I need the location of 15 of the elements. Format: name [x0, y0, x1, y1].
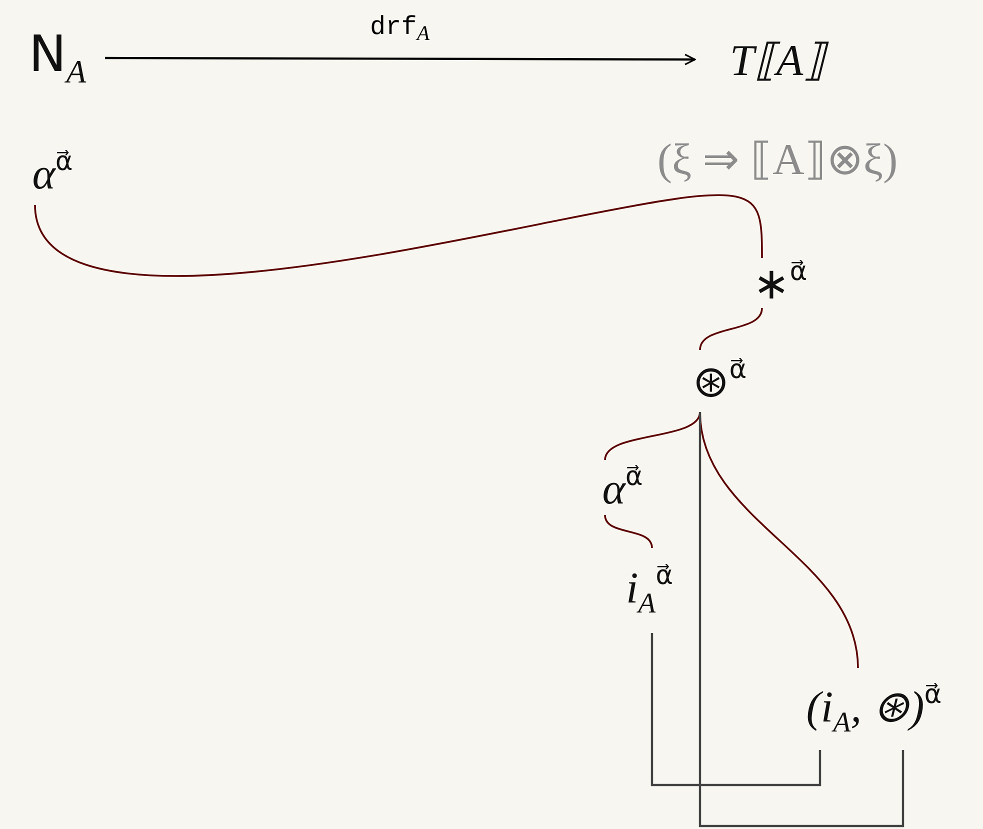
- wire: [604, 412, 701, 460]
- wire: [698, 412, 904, 828]
- wire: [650, 633, 822, 786]
- math-term: N$_{A}$: [10, 22, 105, 94]
- wire: [604, 514, 653, 548]
- math-term: T⟦A⟧: [695, 22, 860, 97]
- math-term: α$^{α⃗}$: [10, 140, 95, 205]
- math-term: (ξ ⇒ ⟦A⟧⊗ξ): [605, 128, 950, 190]
- math-term: ∗$^{α⃗}$: [740, 258, 820, 308]
- math-term: α$^{α⃗}$: [580, 460, 665, 515]
- wire: [699, 308, 763, 350]
- math-term: ⊛$^{α⃗}$: [672, 350, 767, 412]
- wire: [34, 194, 763, 277]
- math-term: (i$_{A}$, ⊛)$^{α⃗}$: [765, 668, 983, 750]
- arrow: [105, 54, 696, 66]
